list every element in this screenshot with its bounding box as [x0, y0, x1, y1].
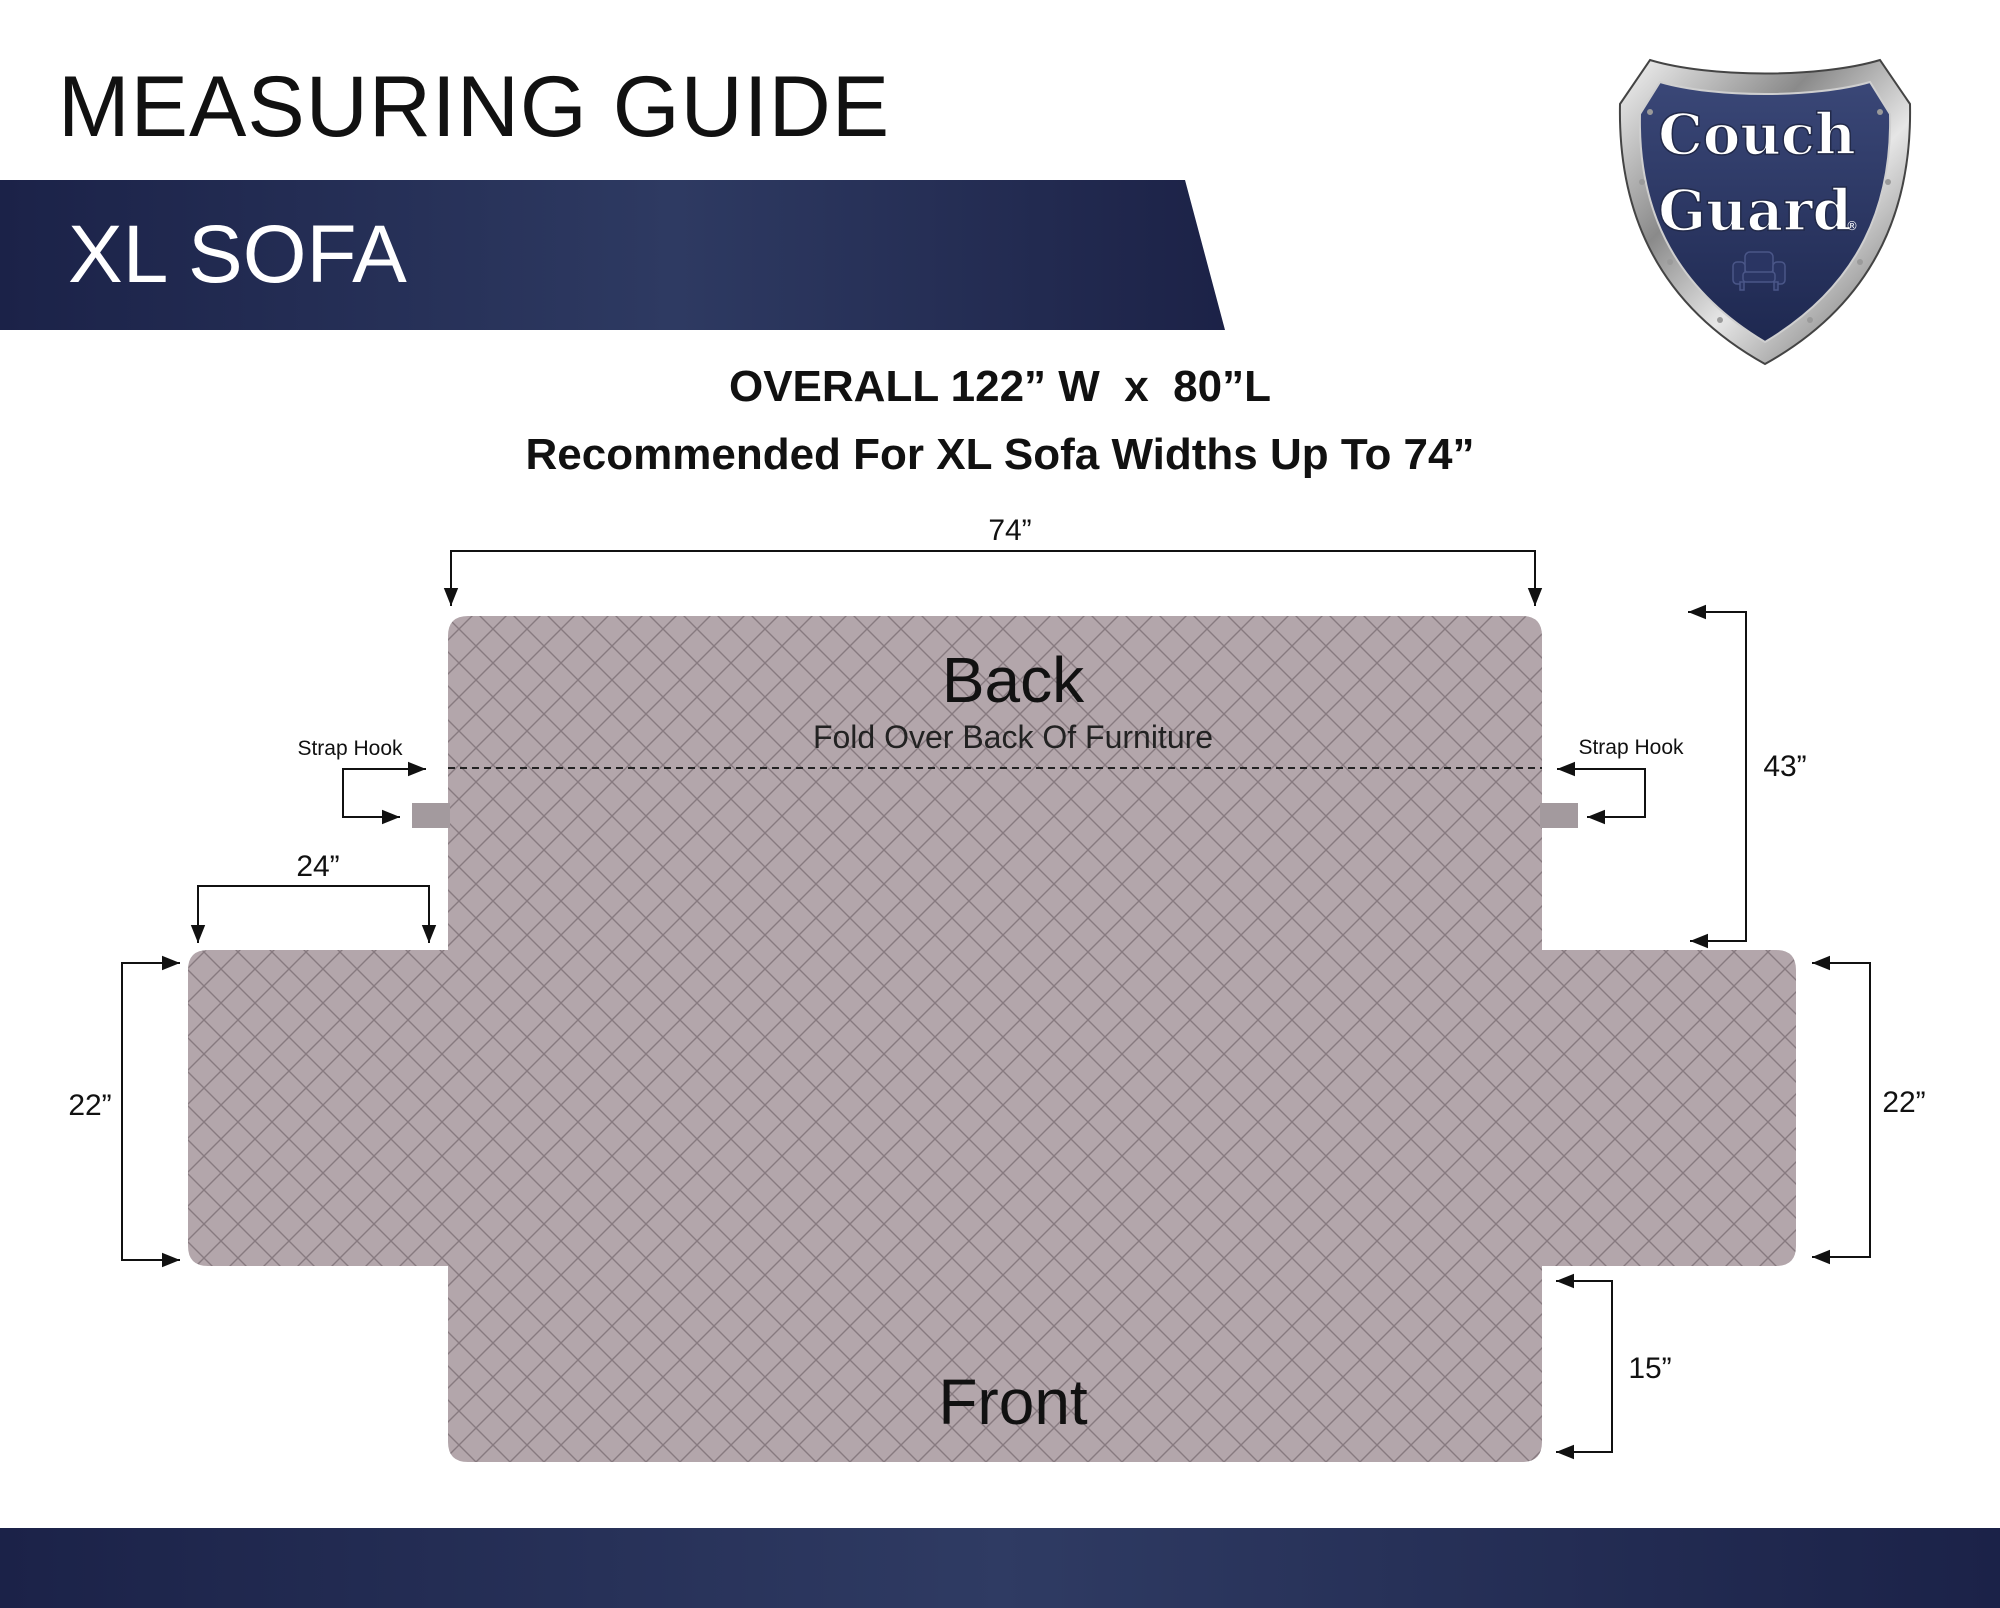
- dim-label-back-length: 43”: [1763, 750, 1806, 783]
- strap-hook-arrow-right: [1557, 761, 1646, 825]
- back-label: Back: [942, 644, 1085, 716]
- dim-label-arm-width: 24”: [296, 850, 339, 883]
- dim-front-length: [1556, 1273, 1613, 1460]
- recommended-width: Recommended For XL Sofa Widths Up To 74”: [525, 430, 1475, 479]
- strap-tab-right: [1540, 803, 1578, 828]
- title-banner: XL SOFA: [0, 180, 1225, 330]
- dim-back-length: [1688, 604, 1747, 949]
- footer-bar: [0, 1528, 2000, 1608]
- armchair-icon: [1732, 251, 1786, 291]
- banner-title: XL SOFA: [68, 209, 407, 300]
- registered-mark: ®: [1846, 219, 1858, 233]
- strap-hook-label-right: Strap Hook: [1578, 736, 1684, 759]
- overall-dimensions: OVERALL 122” W x 80”L: [728, 362, 1271, 411]
- page-title: MEASURING GUIDE: [58, 59, 891, 155]
- strap-hook-arrow-left: [342, 761, 426, 825]
- strap-hook-label-left: Strap Hook: [297, 737, 403, 760]
- dim-label-back-width: 74”: [988, 514, 1031, 547]
- dim-arm-width: [190, 885, 437, 943]
- dim-label-arm-length-right: 22”: [1882, 1086, 1925, 1119]
- back-note: Fold Over Back Of Furniture: [813, 719, 1213, 755]
- couch-guard-logo: Couch Guard ®: [1618, 58, 1912, 366]
- strap-tab-left: [412, 803, 450, 828]
- logo-line2: Guard: [1658, 178, 1851, 244]
- dim-arm-length-left: [121, 955, 180, 1268]
- dim-label-arm-length-left: 22”: [68, 1089, 111, 1122]
- sofa-cover-shape: [188, 616, 1796, 1462]
- logo-line1: Couch: [1658, 102, 1855, 168]
- dim-arm-length-right: [1812, 955, 1871, 1265]
- front-label: Front: [938, 1366, 1088, 1438]
- shield-face: [1638, 80, 1892, 344]
- dim-label-front-length: 15”: [1628, 1352, 1671, 1385]
- dim-back-width: [443, 550, 1543, 606]
